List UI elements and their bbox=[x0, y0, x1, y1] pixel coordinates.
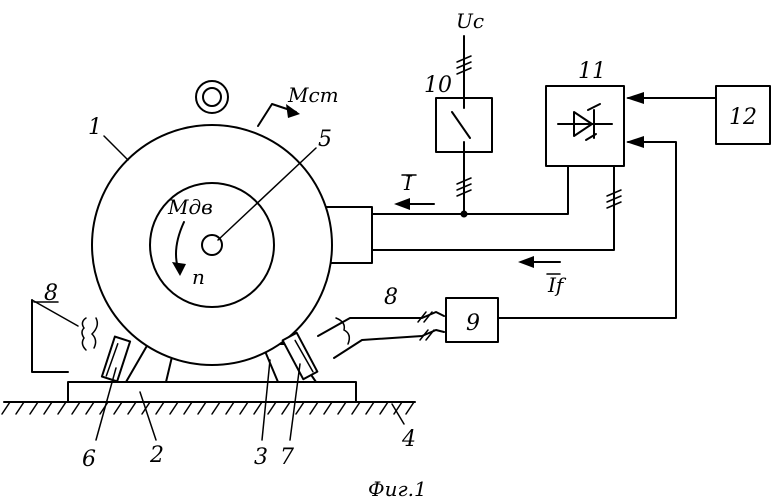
motor-rotor bbox=[149, 182, 275, 308]
label-6: 6 bbox=[82, 447, 96, 472]
label-1: 1 bbox=[88, 115, 102, 140]
current-arrow bbox=[394, 198, 435, 210]
junction-node bbox=[460, 210, 468, 218]
label-5: 5 bbox=[318, 127, 332, 152]
switch-icon bbox=[451, 97, 471, 153]
sensor-7 bbox=[281, 331, 319, 381]
leader-3 bbox=[261, 359, 271, 441]
label-11: 11 bbox=[578, 59, 606, 84]
motor-torque-arrow bbox=[172, 221, 186, 276]
fault-current-arrow bbox=[518, 256, 561, 268]
figure-caption: Фиг.1 bbox=[368, 477, 427, 501]
label-fault-current: If bbox=[547, 273, 567, 297]
sensor-cable-left bbox=[31, 299, 99, 373]
leader-2 bbox=[139, 391, 157, 441]
converter-box bbox=[545, 85, 625, 167]
leader-4 bbox=[391, 403, 405, 425]
thyristor-icon bbox=[557, 103, 613, 141]
switch-output-ticks bbox=[456, 177, 472, 197]
label-load-torque: Mст bbox=[287, 83, 339, 107]
lifting-eye bbox=[195, 80, 229, 114]
sensor-unit-box bbox=[445, 297, 499, 343]
label-speed: n bbox=[192, 265, 205, 289]
label-motor-torque: Mдв bbox=[167, 195, 213, 219]
label-2: 2 bbox=[149, 443, 164, 468]
ground bbox=[1, 401, 416, 415]
leader-6 bbox=[95, 367, 117, 441]
control-arrowhead bbox=[626, 92, 644, 104]
fault-current-line bbox=[371, 165, 615, 251]
label-12: 12 bbox=[729, 105, 757, 130]
motor-shaft bbox=[201, 234, 223, 256]
label-7: 7 bbox=[280, 445, 294, 470]
label-9: 9 bbox=[466, 311, 480, 336]
label-8b: 8 bbox=[384, 285, 398, 310]
base-plate bbox=[67, 381, 357, 403]
sensor-cable-right bbox=[317, 311, 445, 359]
load-torque-arrow bbox=[257, 103, 300, 127]
sensor-6 bbox=[100, 335, 132, 383]
leader-1 bbox=[103, 135, 129, 161]
label-4: 4 bbox=[401, 427, 416, 452]
leader-5 bbox=[217, 147, 317, 241]
control-unit-box bbox=[715, 85, 771, 145]
feedback-line bbox=[497, 141, 677, 319]
label-supply-voltage: Uc bbox=[456, 9, 484, 33]
label-10: 10 bbox=[424, 73, 452, 98]
label-current: I bbox=[403, 171, 413, 195]
current-line bbox=[371, 165, 569, 215]
leader-7 bbox=[289, 363, 301, 441]
label-3: 3 bbox=[254, 445, 268, 470]
supply-ticks bbox=[456, 55, 472, 75]
label-8a: 8 bbox=[44, 281, 58, 306]
feedback-arrowhead bbox=[626, 136, 644, 148]
fault-line-ticks bbox=[606, 189, 622, 209]
